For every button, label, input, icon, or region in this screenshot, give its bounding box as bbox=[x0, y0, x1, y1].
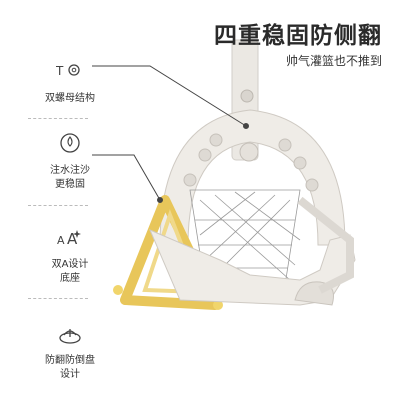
double-a-icon: A A bbox=[57, 226, 83, 252]
page-title: 四重稳固防侧翻 bbox=[214, 23, 382, 49]
svg-text:A: A bbox=[67, 230, 78, 248]
feature-label-water: 注水注沙 更稳固 bbox=[50, 165, 90, 190]
center-knob bbox=[239, 142, 259, 162]
divider bbox=[28, 118, 88, 120]
feature-label-nut: 双螺母结构 bbox=[45, 93, 95, 104]
page-subtitle: 帅气灌篮也不推到 bbox=[285, 54, 382, 68]
screw-nut-icon: T bbox=[56, 58, 82, 84]
svg-text:A: A bbox=[57, 234, 65, 247]
anti-tip-disc-icon bbox=[57, 322, 83, 348]
callout-lines bbox=[92, 65, 249, 203]
water-drop-icon bbox=[57, 130, 83, 156]
divider bbox=[28, 298, 88, 300]
divider bbox=[28, 205, 88, 207]
svg-text:T: T bbox=[56, 64, 64, 78]
feature-label-double-a: 双A设计 底座 bbox=[51, 259, 89, 284]
feature-label-anti-tip: 防翻防倒盘 设计 bbox=[45, 355, 95, 380]
basket-net bbox=[189, 189, 301, 286]
